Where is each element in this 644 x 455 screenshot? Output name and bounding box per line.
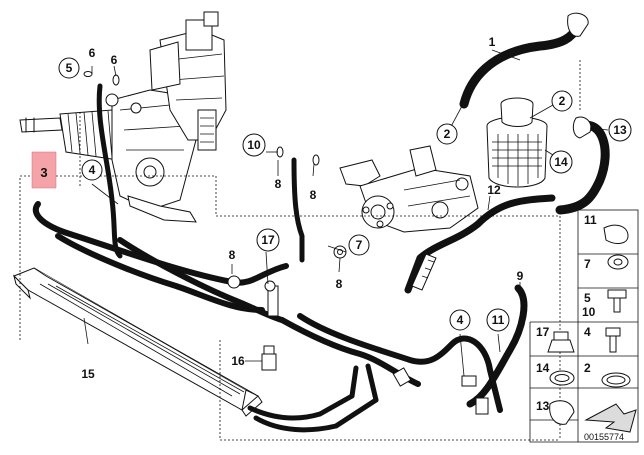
- svg-text:7: 7: [584, 257, 591, 271]
- svg-text:6: 6: [89, 46, 96, 60]
- highlight-box: [31, 151, 57, 189]
- svg-text:17: 17: [261, 233, 275, 247]
- legend-11: 11: [584, 213, 629, 244]
- callout-13: 13: [608, 118, 632, 142]
- steering-gear: [19, 11, 227, 223]
- callout-17: 17: [256, 228, 280, 252]
- legend-2: 2: [584, 361, 631, 388]
- svg-text:2: 2: [559, 94, 566, 108]
- power-steering-pump: [339, 145, 479, 233]
- catalog-number: 00155774: [584, 432, 624, 442]
- callout-2a: 2: [436, 123, 458, 145]
- svg-text:1: 1: [489, 35, 496, 49]
- callout-8b: 8: [310, 188, 317, 202]
- svg-text:14: 14: [536, 361, 550, 375]
- legend-4: 4: [584, 325, 621, 353]
- svg-text:2: 2: [444, 127, 451, 141]
- svg-text:2: 2: [584, 361, 591, 375]
- svg-text:16: 16: [231, 354, 245, 368]
- callout-3: 3: [40, 165, 47, 180]
- legend-10: 10: [582, 305, 596, 319]
- callouts: 1 2 2 3 4 4 5 6 6: [40, 35, 632, 381]
- legend-7: 7: [584, 254, 629, 271]
- callout-2b: 2: [551, 90, 573, 112]
- svg-text:10: 10: [582, 305, 596, 319]
- orientation-arrow-icon: [584, 403, 637, 433]
- svg-text:5: 5: [66, 61, 73, 75]
- svg-text:15: 15: [81, 367, 95, 381]
- svg-text:9: 9: [517, 269, 524, 283]
- svg-text:13: 13: [613, 123, 627, 137]
- svg-text:4: 4: [584, 325, 591, 339]
- callout-8a: 8: [275, 177, 282, 191]
- svg-text:3: 3: [40, 165, 47, 180]
- callout-8d: 8: [336, 277, 343, 291]
- svg-text:4: 4: [89, 163, 96, 177]
- oil-cooler: [13, 267, 263, 417]
- svg-text:8: 8: [336, 277, 343, 291]
- svg-text:5: 5: [584, 291, 591, 305]
- legend-13: 13: [536, 399, 575, 425]
- svg-text:8: 8: [275, 177, 282, 191]
- callout-6a: 6: [89, 46, 96, 60]
- callout-12: 12: [487, 183, 501, 197]
- callout-16: 16: [231, 354, 245, 368]
- svg-text:8: 8: [310, 188, 317, 202]
- svg-text:4: 4: [457, 313, 464, 327]
- callout-4b: 4: [449, 309, 471, 331]
- svg-text:17: 17: [536, 325, 550, 339]
- callout-6b: 6: [111, 53, 118, 67]
- svg-text:7: 7: [356, 238, 363, 252]
- svg-text:12: 12: [487, 183, 501, 197]
- parts-legend: 11 7 5 10 17 4 14: [529, 209, 639, 443]
- svg-text:11: 11: [584, 213, 597, 227]
- legend-17: 17: [536, 325, 575, 353]
- svg-text:13: 13: [536, 399, 550, 413]
- callout-4a: 4: [81, 159, 103, 181]
- callout-15: 15: [81, 367, 95, 381]
- callout-8c: 8: [229, 248, 236, 262]
- callout-1: 1: [489, 35, 496, 49]
- svg-text:14: 14: [554, 155, 568, 169]
- svg-text:10: 10: [247, 138, 261, 152]
- callout-5: 5: [58, 57, 80, 79]
- callout-11: 11: [486, 308, 510, 332]
- svg-text:11: 11: [492, 313, 505, 327]
- callout-14: 14: [549, 150, 573, 174]
- callout-7: 7: [348, 234, 370, 256]
- svg-text:6: 6: [111, 53, 118, 67]
- leader-lines: [19, 49, 609, 441]
- reservoir: [486, 97, 548, 188]
- hoses: [32, 12, 610, 433]
- small-parts: [83, 71, 347, 371]
- legend-14: 14: [536, 361, 575, 386]
- callout-9: 9: [517, 269, 524, 283]
- legend-5: 5: [584, 289, 627, 313]
- svg-text:8: 8: [229, 248, 236, 262]
- callout-10: 10: [242, 133, 266, 157]
